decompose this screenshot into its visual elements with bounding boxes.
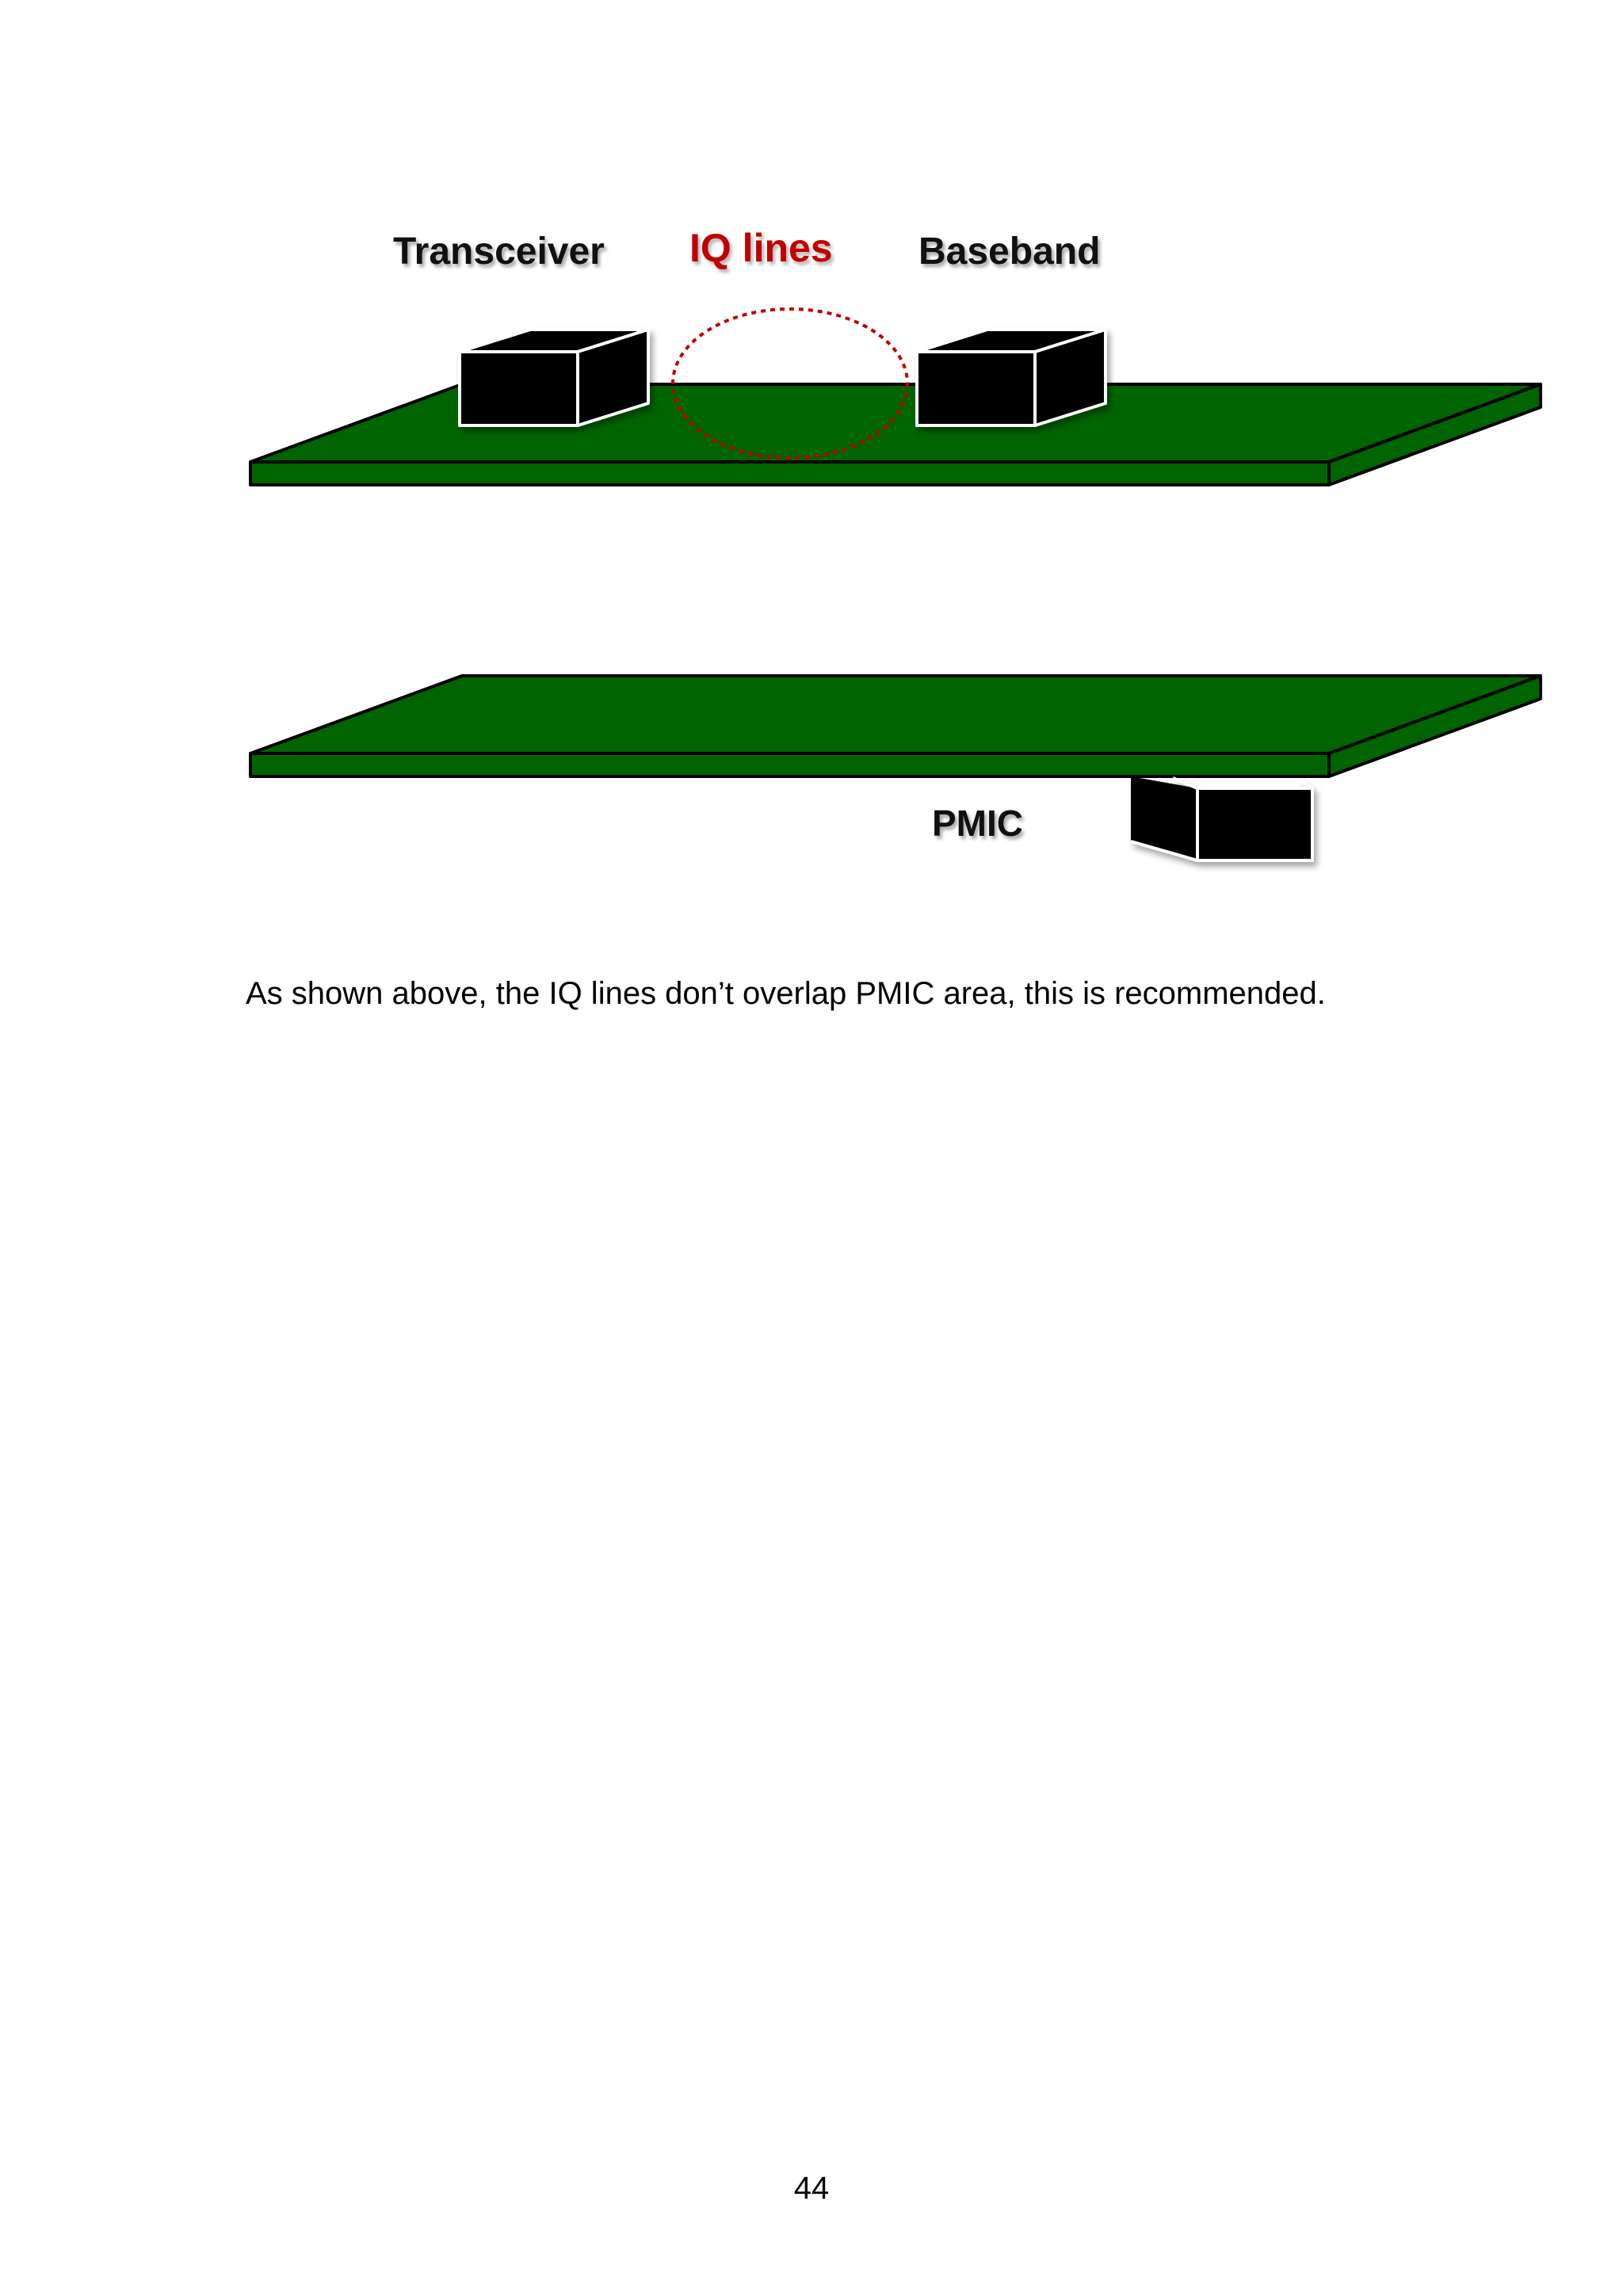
baseband-label: Baseband	[918, 231, 1101, 273]
transceiver-chip	[458, 328, 650, 427]
figure-caption: As shown above, the IQ lines don’t overl…	[246, 976, 1326, 1011]
transceiver-label: Transceiver	[393, 231, 605, 273]
page-number: 44	[793, 2171, 830, 2206]
bottom-pcb-board	[249, 674, 1542, 778]
iq-lines-label: IQ lines	[689, 226, 833, 270]
pcb-diagram	[249, 307, 1542, 862]
baseband-chip	[915, 328, 1107, 427]
pmic-label: PMIC	[932, 803, 1023, 844]
top-pcb-board	[249, 383, 1542, 486]
pcb-layout-figure: Transceiver IQ lines Baseband PMIC	[0, 0, 1623, 911]
iq-lines-highlight	[671, 307, 909, 460]
pmic-chip	[1130, 776, 1314, 862]
